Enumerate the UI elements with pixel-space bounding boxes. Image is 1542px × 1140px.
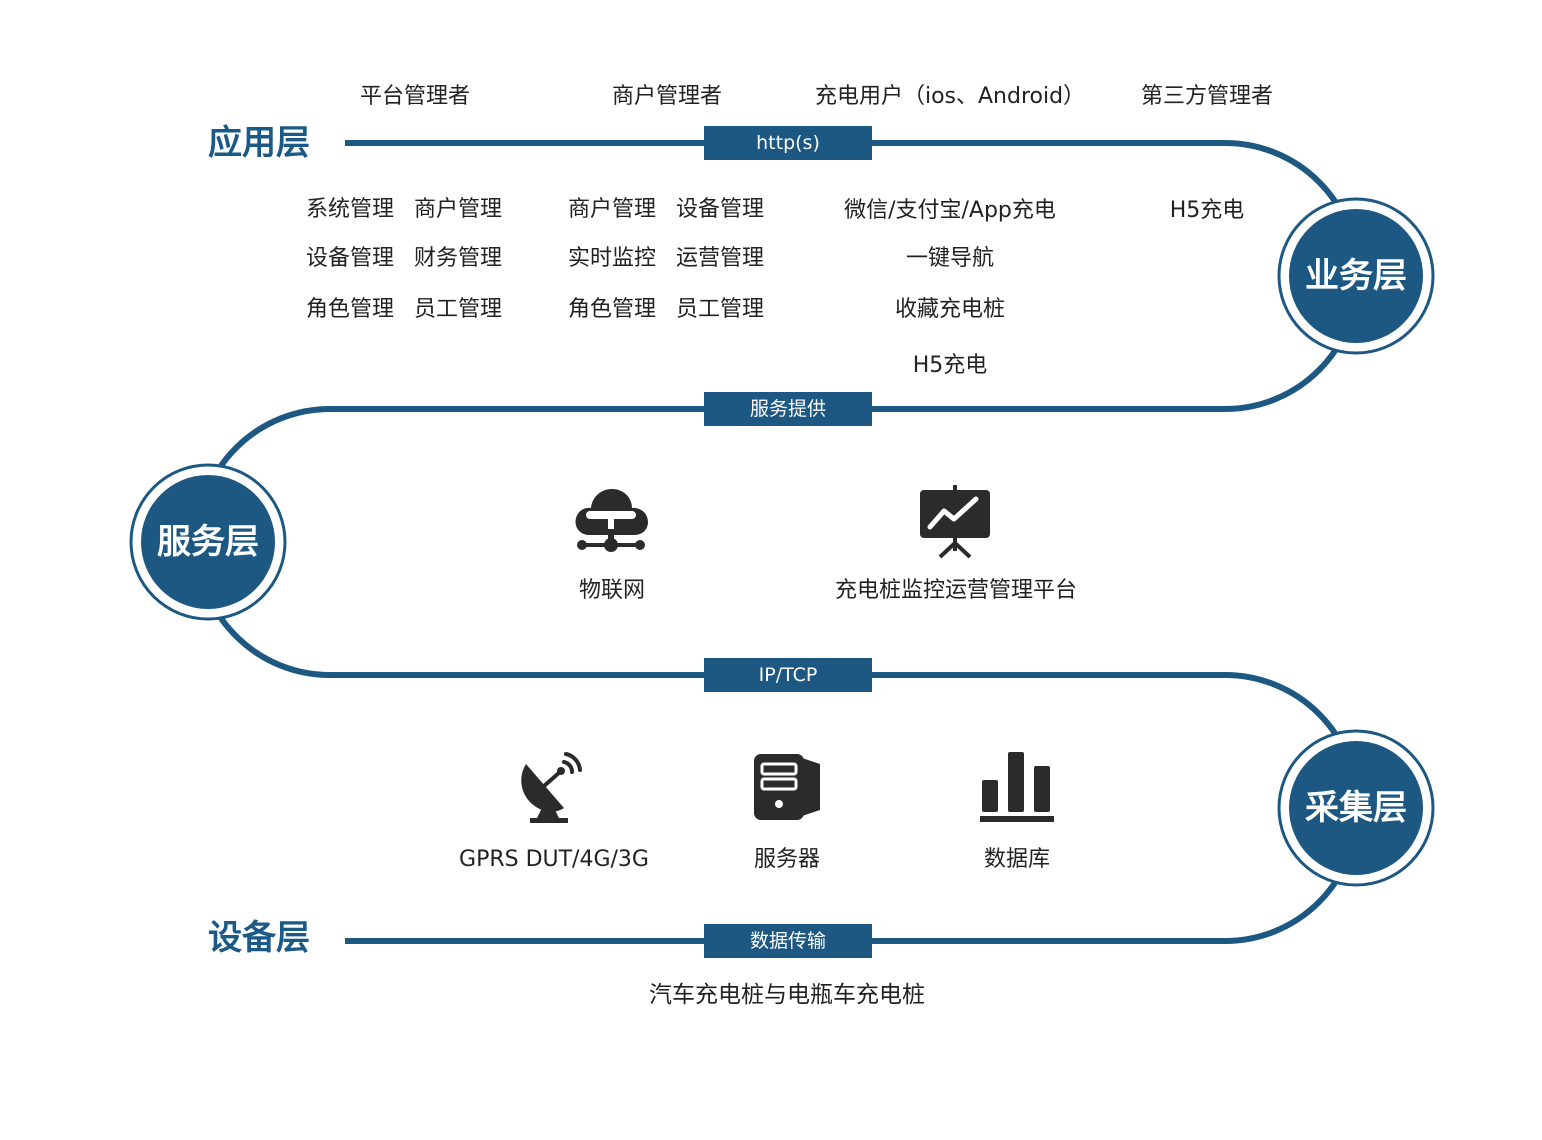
third-party-function: H5充电 — [1169, 198, 1245, 223]
merchant-function: 角色管理 — [568, 297, 657, 322]
badge-data-transfer: 数据传输 — [704, 924, 872, 958]
merchant-function: 商户管理 — [568, 197, 657, 222]
platform-function: 商户管理 — [414, 197, 503, 222]
role-merchant-admin: 商户管理者 — [611, 84, 723, 109]
badge-service-provision: 服务提供 — [704, 392, 872, 426]
role-third-party-admin: 第三方管理者 — [1140, 84, 1274, 109]
merchant-function: 运营管理 — [676, 246, 765, 271]
satellite-dish-icon — [521, 752, 582, 823]
node-label-collection: 采集层 — [1305, 788, 1407, 828]
service-label: 充电桩监控运营管理平台 — [834, 578, 1078, 603]
node-business — [1277, 197, 1435, 355]
platform-function: 角色管理 — [306, 297, 395, 322]
merchant-function: 设备管理 — [676, 197, 765, 222]
collection-label: 服务器 — [753, 847, 821, 872]
layer-title-application: 应用层 — [208, 123, 310, 163]
user-function: 微信/支付宝/App充电 — [844, 198, 1056, 223]
device-caption: 汽车充电桩与电瓶车充电桩 — [649, 982, 925, 1008]
node-label-service: 服务层 — [157, 522, 259, 562]
platform-function: 系统管理 — [306, 197, 395, 222]
collection-label: 数据库 — [983, 847, 1051, 872]
user-function: 收藏充电桩 — [894, 297, 1006, 322]
platform-function: 财务管理 — [414, 246, 503, 271]
collection-label: GPRS DUT/4G/3G — [459, 847, 649, 872]
user-function: 一键导航 — [905, 246, 995, 271]
cloud-network-icon — [575, 489, 648, 552]
role-charging-user: 充电用户（ios、Android） — [814, 84, 1086, 109]
merchant-function: 员工管理 — [676, 297, 765, 322]
server-icon — [754, 754, 820, 820]
user-function: H5充电 — [912, 353, 988, 378]
merchant-function: 实时监控 — [568, 246, 657, 271]
node-collection — [1277, 729, 1435, 887]
platform-function: 员工管理 — [414, 297, 503, 322]
node-label-business: 业务层 — [1305, 256, 1407, 296]
bar-chart-icon — [980, 752, 1054, 822]
badge-http: http(s) — [704, 126, 872, 160]
presentation-chart-icon — [920, 485, 990, 559]
badge-iptcp: IP/TCP — [704, 658, 872, 692]
layer-title-device: 设备层 — [208, 918, 310, 958]
platform-function: 设备管理 — [306, 246, 395, 271]
role-platform-admin: 平台管理者 — [359, 84, 471, 109]
node-service — [129, 463, 287, 621]
service-label: 物联网 — [578, 578, 646, 603]
